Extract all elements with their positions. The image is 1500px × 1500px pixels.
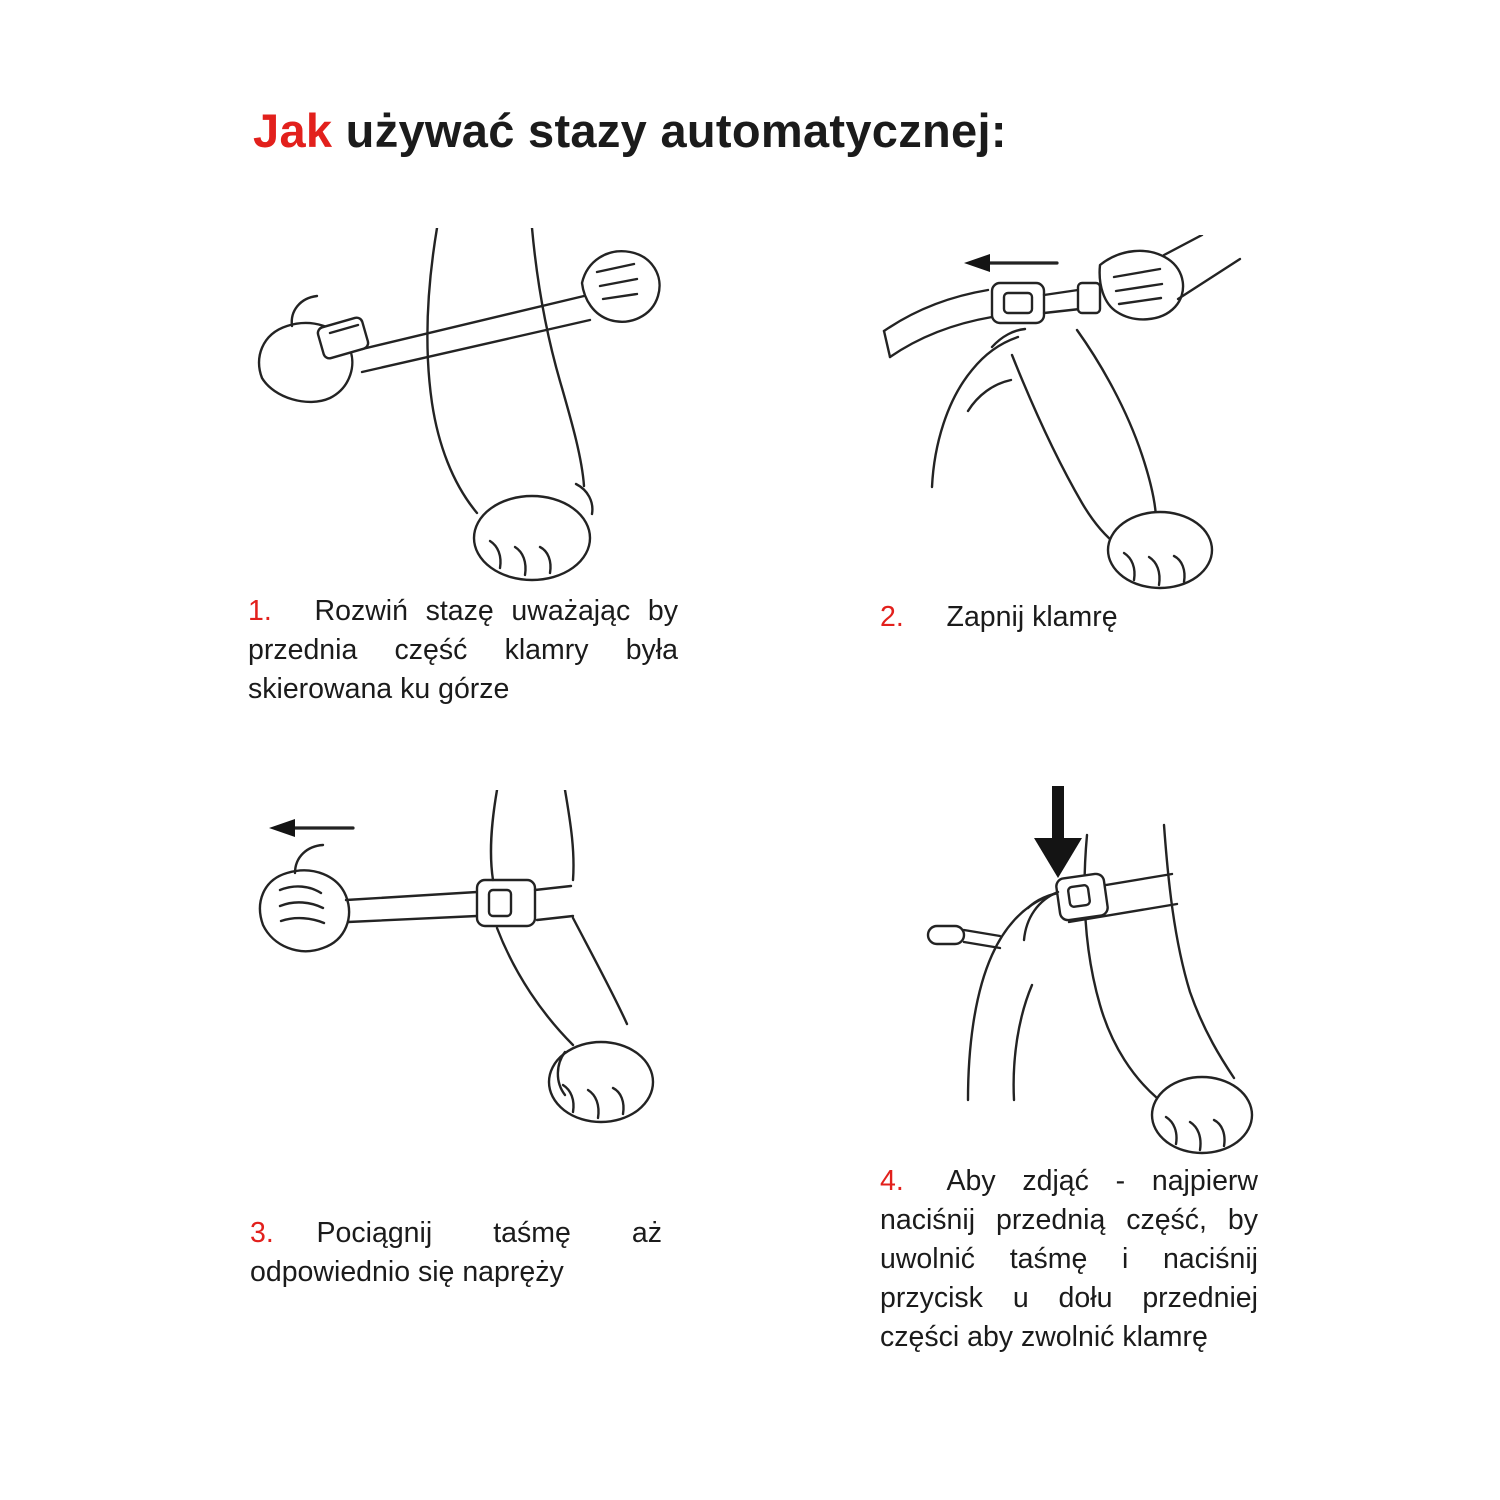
step-4-number: 4. xyxy=(880,1165,904,1197)
buckle-drawing xyxy=(475,878,575,928)
step-1-number: 1. xyxy=(248,595,272,627)
step-1-caption: 1.Rozwiń stazę uważając by przednia częś… xyxy=(248,592,678,709)
arm-drawing xyxy=(1010,328,1214,590)
step-2-illustration xyxy=(882,235,1242,590)
page-title-rest: używać stazy automatycznej: xyxy=(332,104,1007,157)
page-title-highlight: Jak xyxy=(253,104,333,157)
step-3-caption: 3.Pociągnij taśmę aż odpowiednio się nap… xyxy=(250,1214,662,1292)
step-1-text: Rozwiń stazę uważając by przednia część … xyxy=(248,595,678,705)
right-hand-drawing xyxy=(1098,235,1242,321)
strap-buckle-drawing xyxy=(882,281,1102,359)
step-3-text: Pociągnij taśmę aż odpowiednio się naprę… xyxy=(250,1217,662,1288)
arrow-down-icon xyxy=(1034,786,1082,878)
step-2-text: Zapnij klamrę xyxy=(946,601,1118,633)
left-hand-buckle-drawing xyxy=(257,294,370,404)
arm-drawing xyxy=(489,790,655,1124)
right-hand-drawing xyxy=(580,250,661,323)
step-2-caption: 2. Zapnij klamrę xyxy=(880,598,1270,637)
step-3-number: 3. xyxy=(250,1217,274,1249)
step-4-illustration xyxy=(926,786,1254,1155)
step-3-illustration xyxy=(258,790,655,1124)
step-4-text: Aby zdjąć - najpierw naciśnij przednią c… xyxy=(880,1165,1258,1353)
page-title: Jak używać stazy automatycznej: xyxy=(253,103,1007,158)
buckle-drawing xyxy=(1055,872,1109,922)
step-1-illustration xyxy=(257,228,661,582)
step-4-caption: 4.Aby zdjąć - najpierw naciśnij przednią… xyxy=(880,1162,1258,1357)
left-hand-drawing xyxy=(926,890,1060,1102)
strap-drawing xyxy=(344,890,479,924)
arrow-left-icon xyxy=(269,819,355,837)
step-2-number: 2. xyxy=(880,601,904,633)
left-hand-drawing xyxy=(258,843,351,953)
arrow-left-icon xyxy=(964,254,1059,272)
left-hand-drawing xyxy=(930,327,1027,489)
arm-drawing xyxy=(1083,823,1254,1155)
arm-drawing xyxy=(426,228,594,582)
